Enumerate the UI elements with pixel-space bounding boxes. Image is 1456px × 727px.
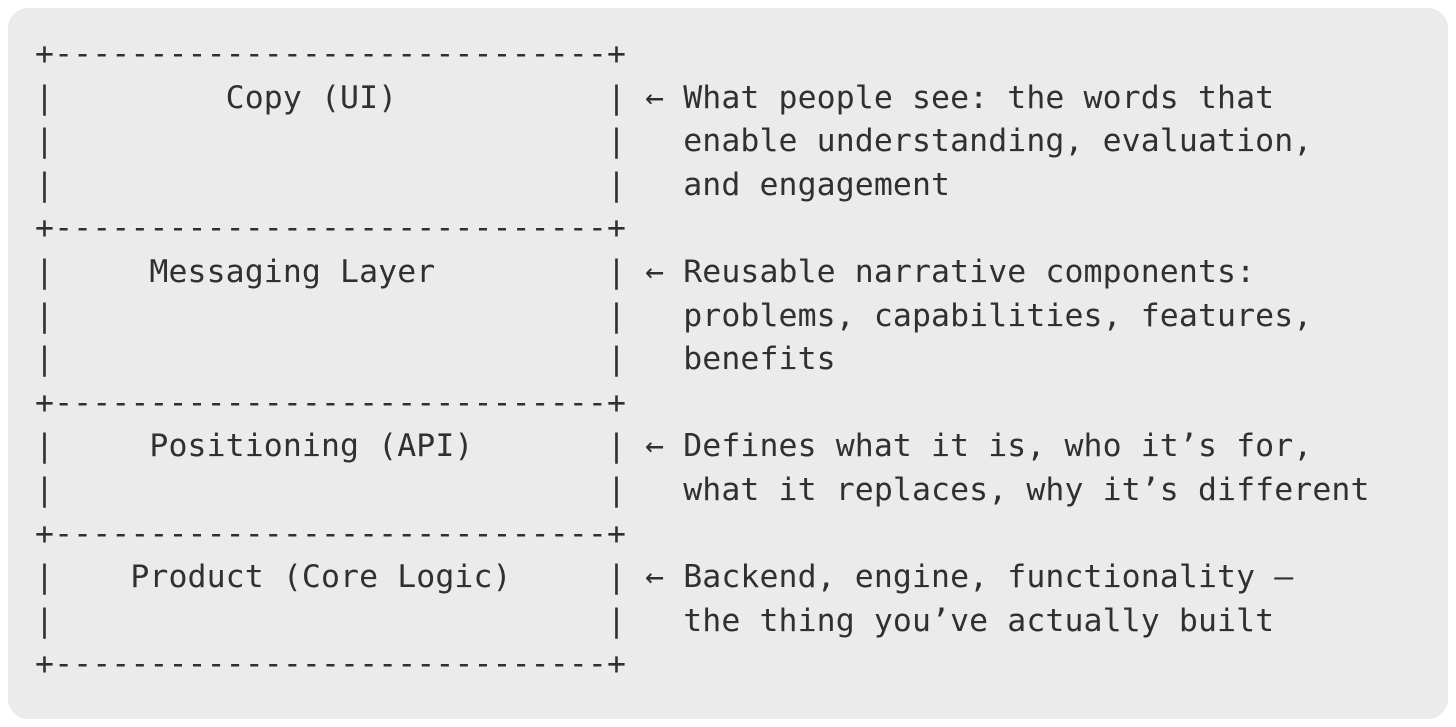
ascii-stack-diagram: +-----------------------------+ | Copy (… (35, 36, 1370, 683)
code-block-card: +-----------------------------+ | Copy (… (8, 8, 1448, 719)
